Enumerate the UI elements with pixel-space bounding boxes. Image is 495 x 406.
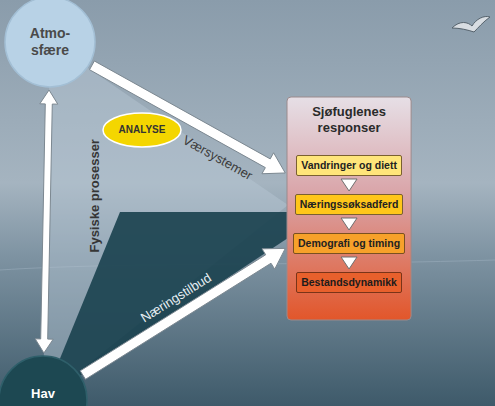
physical-processes-arrow: [35, 90, 58, 353]
responses-panel: Sjøfuglenes responserVandringer og diett…: [287, 97, 411, 320]
node-label: Atmo- sfære: [18, 25, 82, 59]
analysis-ellipse: ANALYSE: [102, 112, 182, 148]
connector-label: Værsystemer: [180, 132, 255, 183]
sequence-arrow: [341, 218, 357, 230]
node-label: Vandringer og diett: [301, 159, 397, 172]
node-label: ANALYSE: [119, 124, 166, 136]
weather-systems-arrow: [90, 61, 286, 174]
node-label: Demografi og timing: [298, 237, 400, 250]
ocean-circle-fill: [0, 356, 87, 406]
seabird-silhouette: [452, 16, 490, 32]
sequence-arrow: [341, 257, 357, 269]
atmosphere-circle: Atmo- sfære: [4, 0, 96, 88]
response-box: Næringssøksadferd: [295, 194, 404, 215]
panel-heading: Sjøfuglenes responser: [287, 104, 411, 135]
analysis-triangle-dark: [43, 212, 288, 400]
response-box: Bestandsdynamikk: [296, 272, 402, 293]
analysis-ellipse-fill: [103, 113, 181, 147]
node-label: Bestandsdynamikk: [301, 276, 397, 289]
panel-background: [287, 97, 411, 320]
response-box: Vandringer og diett: [296, 155, 402, 176]
sequence-arrow: [341, 179, 357, 191]
analysis-triangle-light: [43, 42, 288, 400]
node-label: Hav: [31, 386, 55, 402]
atmosphere-circle-fill: [5, 0, 95, 87]
ocean-circle: Hav: [0, 355, 88, 406]
food-supply-arrow: [80, 248, 285, 379]
node-label: Næringssøksadferd: [300, 198, 399, 211]
connector-label: Fysiske prosesser: [87, 139, 103, 252]
response-box: Demografi og timing: [293, 233, 405, 254]
connector-label: Næringstilbud: [138, 270, 214, 326]
